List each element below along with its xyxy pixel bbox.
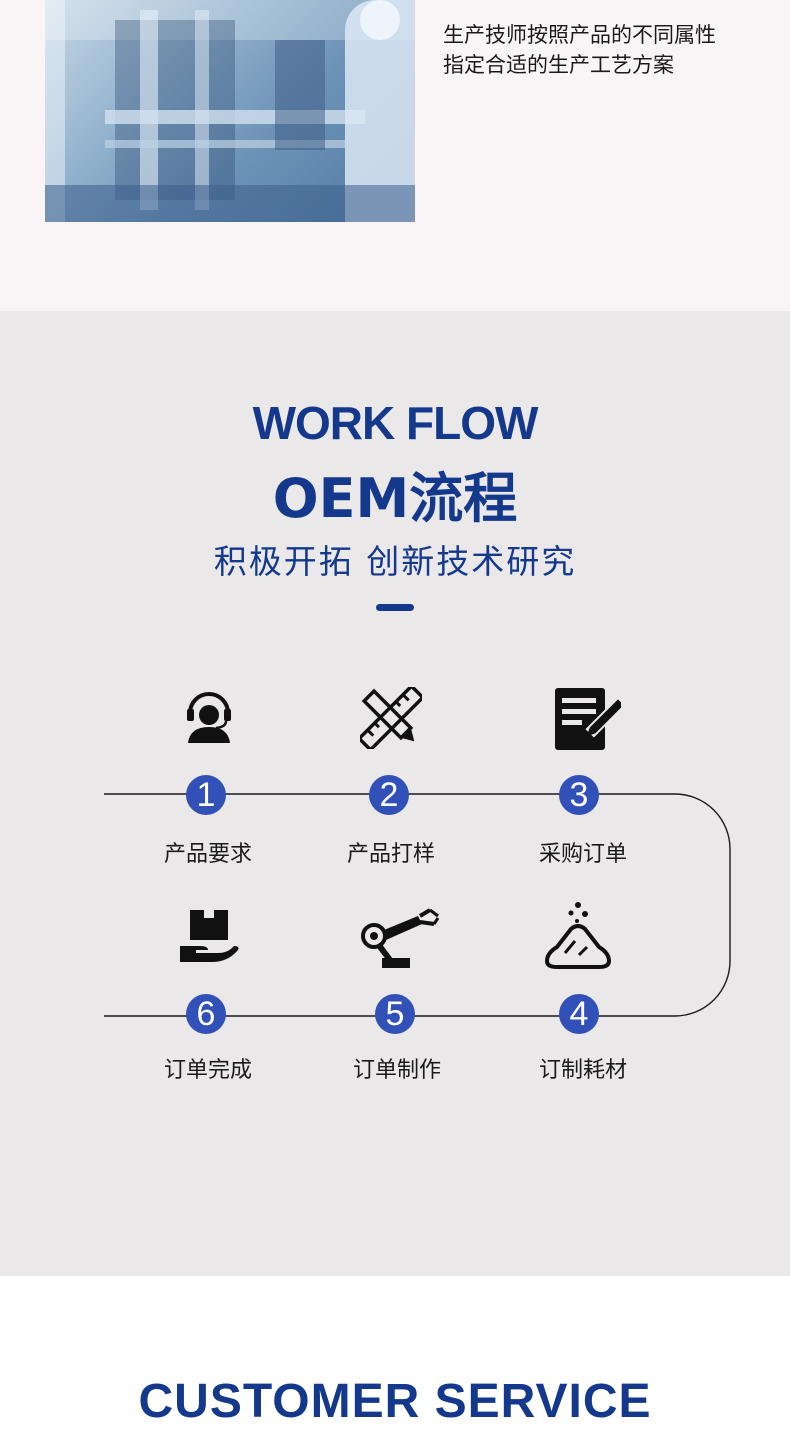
step-3-number: 3 — [569, 776, 589, 814]
customer-service-title: CUSTOMER SERVICE — [138, 1375, 652, 1428]
step-1-label: 产品要求 — [163, 842, 252, 867]
step-1-badge: 1 — [186, 775, 226, 815]
box-delivery-icon — [180, 910, 239, 962]
step-5-badge: 5 — [375, 994, 415, 1034]
step-6-number: 6 — [196, 995, 216, 1033]
step-4-badge: 4 — [559, 994, 599, 1034]
workflow-slogan: 积极开拓 创新技术研究 — [213, 542, 577, 581]
workflow-title-cn: OEM流程 — [272, 467, 518, 530]
title-divider — [376, 604, 414, 611]
document-edit-icon — [555, 688, 621, 750]
step-4-label: 订制耗材 — [538, 1058, 627, 1083]
factory-photo — [45, 0, 415, 222]
intro-line-2: 指定合适的生产工艺方案 — [443, 53, 674, 77]
workflow-title-en: WORK FLOW — [252, 397, 539, 449]
customer-service-section: CUSTOMER SERVICE — [0, 1276, 790, 1440]
step-2-label: 产品打样 — [346, 842, 435, 867]
intro-section: 生产技师按照产品的不同属性 指定合适的生产工艺方案 — [0, 0, 790, 311]
step-4-number: 4 — [569, 995, 589, 1033]
flow-connector — [104, 793, 731, 1017]
step-3-badge: 3 — [559, 775, 599, 815]
ruler-pencil-icon — [360, 687, 422, 749]
intro-description: 生产技师按照产品的不同属性 指定合适的生产工艺方案 — [443, 20, 763, 80]
step-6-label: 订单完成 — [163, 1058, 252, 1083]
powder-material-icon — [544, 902, 612, 969]
step-2-number: 2 — [379, 776, 399, 814]
step-6-badge: 6 — [186, 994, 226, 1034]
step-5-label: 订单制作 — [352, 1058, 441, 1083]
step-1-number: 1 — [196, 776, 216, 814]
step-3-label: 采购订单 — [538, 842, 627, 867]
workflow-section: WORK FLOW OEM流程 积极开拓 创新技术研究 1 产品要求 2 产品打… — [0, 311, 790, 1276]
step-5-number: 5 — [385, 995, 405, 1033]
robot-arm-icon — [361, 908, 440, 968]
step-2-badge: 2 — [369, 775, 409, 815]
customer-service-icon — [187, 692, 231, 743]
intro-line-1: 生产技师按照产品的不同属性 — [443, 23, 716, 47]
